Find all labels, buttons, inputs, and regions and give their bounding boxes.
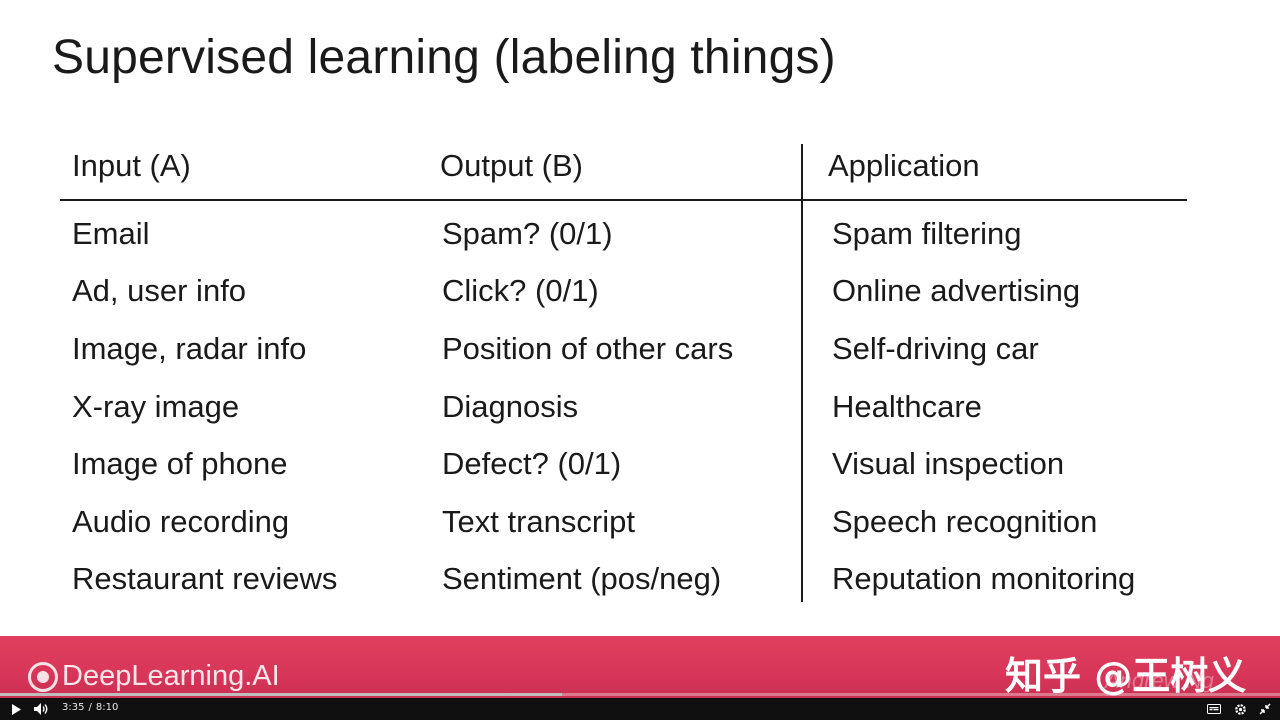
table-row: Audio recording Text transcript Speech r… — [0, 504, 1280, 544]
application-cell: Visual inspection — [832, 446, 1065, 481]
input-cell: Audio recording — [72, 504, 290, 539]
application-cell: Reputation monitoring — [832, 561, 1136, 596]
column-divider — [801, 144, 803, 602]
current-time: 3:35 — [62, 702, 85, 713]
play-icon[interactable] — [8, 700, 24, 718]
header-application: Application — [828, 148, 980, 183]
input-cell: Image of phone — [72, 446, 288, 481]
output-cell: Position of other cars — [442, 331, 734, 366]
progress-played — [0, 693, 562, 696]
table-row: X-ray image Diagnosis Healthcare — [0, 389, 1280, 429]
input-cell: Restaurant reviews — [72, 561, 338, 596]
table-row: Image of phone Defect? (0/1) Visual insp… — [0, 446, 1280, 486]
output-cell: Sentiment (pos/neg) — [442, 561, 722, 596]
header-divider — [60, 199, 1187, 201]
exit-fullscreen-icon[interactable] — [1256, 700, 1274, 718]
table-row: Ad, user info Click? (0/1) Online advert… — [0, 273, 1280, 313]
output-cell: Text transcript — [442, 504, 635, 539]
output-cell: Spam? (0/1) — [442, 216, 613, 251]
progress-bar[interactable] — [0, 693, 1280, 696]
captions-icon[interactable] — [1204, 700, 1224, 718]
table-row: Image, radar info Position of other cars… — [0, 331, 1280, 371]
header-output: Output (B) — [440, 148, 583, 183]
branding-band — [0, 636, 1280, 698]
input-cell: Image, radar info — [72, 331, 307, 366]
application-cell: Self-driving car — [832, 331, 1039, 366]
output-cell: Click? (0/1) — [442, 273, 599, 308]
faint-signature: Andrew Ng — [1105, 668, 1214, 693]
table-row: Restaurant reviews Sentiment (pos/neg) R… — [0, 561, 1280, 601]
application-cell: Healthcare — [832, 389, 982, 424]
application-cell: Speech recognition — [832, 504, 1098, 539]
time-separator: / — [88, 702, 92, 713]
input-cell: Email — [72, 216, 150, 251]
zhihu-watermark: 知乎 @王树义 — [1005, 654, 1247, 698]
output-cell: Defect? (0/1) — [442, 446, 622, 481]
header-input: Input (A) — [72, 148, 191, 183]
input-cell: Ad, user info — [72, 273, 247, 308]
gear-icon[interactable] — [1231, 700, 1249, 718]
application-cell: Online advertising — [832, 273, 1081, 308]
input-cell: X-ray image — [72, 389, 240, 424]
player-controls — [0, 698, 1280, 720]
output-cell: Diagnosis — [442, 389, 579, 424]
time-display: 3:35/8:10 — [62, 702, 122, 713]
deeplearning-logo-icon — [28, 662, 58, 692]
application-cell: Spam filtering — [832, 216, 1022, 251]
duration: 8:10 — [95, 702, 119, 713]
slide-title: Supervised learning (labeling things) — [52, 31, 836, 84]
volume-icon[interactable] — [31, 700, 51, 718]
brand-logo-text: DeepLearning.AI — [62, 660, 280, 692]
table-row: Email Spam? (0/1) Spam filtering — [0, 216, 1280, 256]
